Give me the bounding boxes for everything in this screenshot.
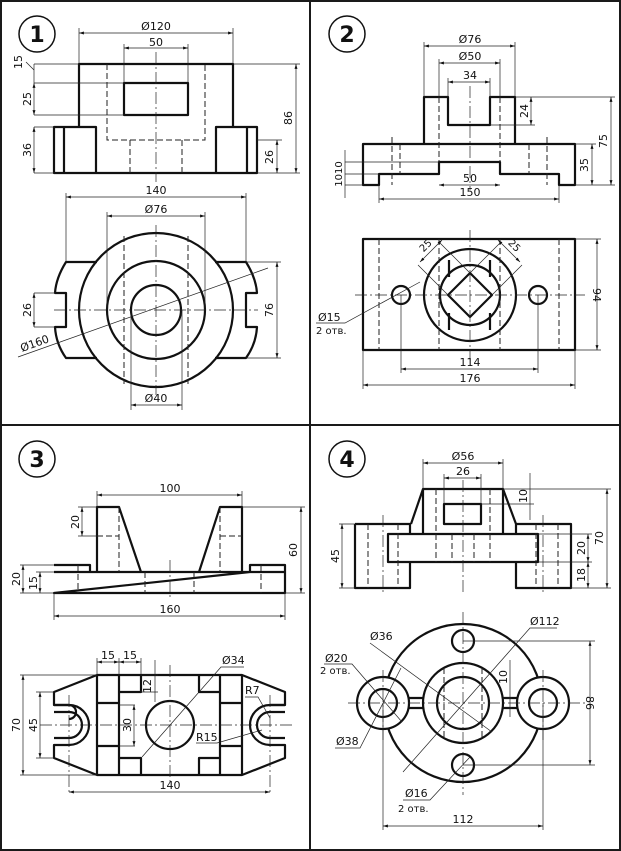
dim-label: Ø16 — [405, 787, 428, 800]
dim-label: Ø120 — [141, 20, 171, 33]
panel-number-badge — [18, 15, 56, 53]
dim-label: Ø20 — [325, 652, 348, 665]
panel-number-badge — [328, 15, 366, 53]
panel-number-badge — [328, 440, 366, 478]
panel-1: 1 Ø120 50 86 26 36 25 15 140 Ø76 Ø40 76 … — [12, 15, 300, 410]
dim-label: 94 — [590, 288, 603, 302]
dim-label: 15 — [12, 55, 25, 69]
front-view: Ø76 Ø50 34 24 75 35 1010 50 150 — [334, 33, 615, 203]
panel-number: 2 — [339, 23, 354, 48]
panel-4: 4 Ø56 26 10 70 20 18 45 86 112 Ø112 Ø36 … — [320, 440, 611, 830]
dim-label: 10 — [517, 489, 530, 503]
panel-number: 3 — [29, 448, 44, 473]
dim-label: Ø15 — [318, 311, 341, 324]
dim-note: 2 отв. — [316, 326, 347, 337]
dim-label: 26 — [456, 465, 470, 478]
top-view: 15 15 12 30 70 45 Ø34 R7 R15 140 — [10, 649, 295, 795]
dim-label: 15 — [123, 649, 137, 662]
dim-note: 2 отв. — [320, 666, 351, 677]
dim-label: Ø56 — [452, 450, 475, 463]
dim-label: 36 — [21, 143, 34, 157]
dim-label: 26 — [21, 303, 34, 317]
dim-label: 24 — [518, 104, 531, 118]
dim-label: R7 — [245, 684, 260, 697]
dim-label: 100 — [160, 482, 181, 495]
dim-note: 2 отв. — [398, 804, 429, 815]
dim-label: 86 — [282, 111, 295, 125]
dim-label: 114 — [460, 356, 481, 369]
panel-number-badge — [18, 440, 56, 478]
dim-label: 10 — [497, 670, 510, 684]
front-view: Ø56 26 10 70 20 18 45 — [329, 450, 611, 595]
dim-label: 70 — [593, 531, 606, 545]
dim-label: 112 — [453, 813, 474, 826]
dim-label: 20 — [10, 572, 23, 586]
dim-label: 176 — [460, 372, 481, 385]
dim-label: 140 — [160, 779, 181, 792]
dim-label: 20 — [69, 515, 82, 529]
dim-label: Ø38 — [336, 735, 359, 748]
dim-label: Ø36 — [370, 630, 393, 643]
dim-label: 34 — [463, 69, 477, 82]
dim-label: 150 — [460, 186, 481, 199]
dim-label: 76 — [263, 303, 276, 317]
dim-label: 45 — [27, 718, 40, 732]
dim-label: 26 — [263, 150, 276, 164]
dim-label: 45 — [329, 549, 342, 563]
dim-label: 20 — [575, 541, 588, 555]
front-view: Ø120 50 86 26 36 25 15 — [12, 20, 300, 182]
dim-label: 18 — [575, 568, 588, 582]
dim-label: Ø76 — [459, 33, 482, 46]
dim-label: 50 — [149, 36, 163, 49]
dim-label: Ø34 — [222, 654, 245, 667]
panel-number: 1 — [29, 23, 44, 48]
dim-label: 1010 — [334, 161, 345, 186]
top-view: 86 112 Ø112 Ø36 Ø20 2 отв. Ø38 Ø16 2 отв… — [320, 612, 596, 830]
panel-3: 3 100 60 20 20 15 160 15 15 12 30 70 45 … — [10, 440, 305, 795]
dim-label: 15 — [101, 649, 115, 662]
dim-label: 160 — [160, 603, 181, 616]
dim-label: 60 — [287, 543, 300, 557]
dim-label: Ø112 — [530, 615, 560, 628]
dim-label: 86 — [583, 696, 596, 710]
dim-label: Ø50 — [459, 50, 482, 63]
dim-label: 25 — [418, 238, 435, 255]
dim-label: 50 — [463, 172, 477, 185]
dim-label: 12 — [141, 679, 154, 693]
panel-2: 2 Ø76 Ø50 34 24 75 35 1010 50 150 25 25 … — [316, 15, 615, 389]
dim-label: Ø160 — [19, 332, 51, 354]
dim-label: 140 — [146, 184, 167, 197]
dim-label: 30 — [121, 718, 134, 732]
front-view: 100 60 20 20 15 160 — [10, 482, 305, 620]
panel-number: 4 — [339, 448, 354, 473]
dim-label: 35 — [578, 158, 591, 172]
dim-label: 75 — [597, 134, 610, 148]
dim-label: Ø76 — [145, 203, 168, 216]
top-view: 25 25 94 114 176 Ø15 2 отв. — [316, 230, 603, 389]
dim-label: Ø40 — [145, 392, 168, 405]
top-view: 140 Ø76 Ø40 76 26 Ø160 — [17, 184, 281, 410]
dim-label: 25 — [21, 92, 34, 106]
dim-label: R15 — [196, 731, 218, 744]
dim-label: 15 — [27, 576, 40, 590]
dim-label: 70 — [10, 718, 23, 732]
dim-label: 25 — [505, 238, 522, 255]
